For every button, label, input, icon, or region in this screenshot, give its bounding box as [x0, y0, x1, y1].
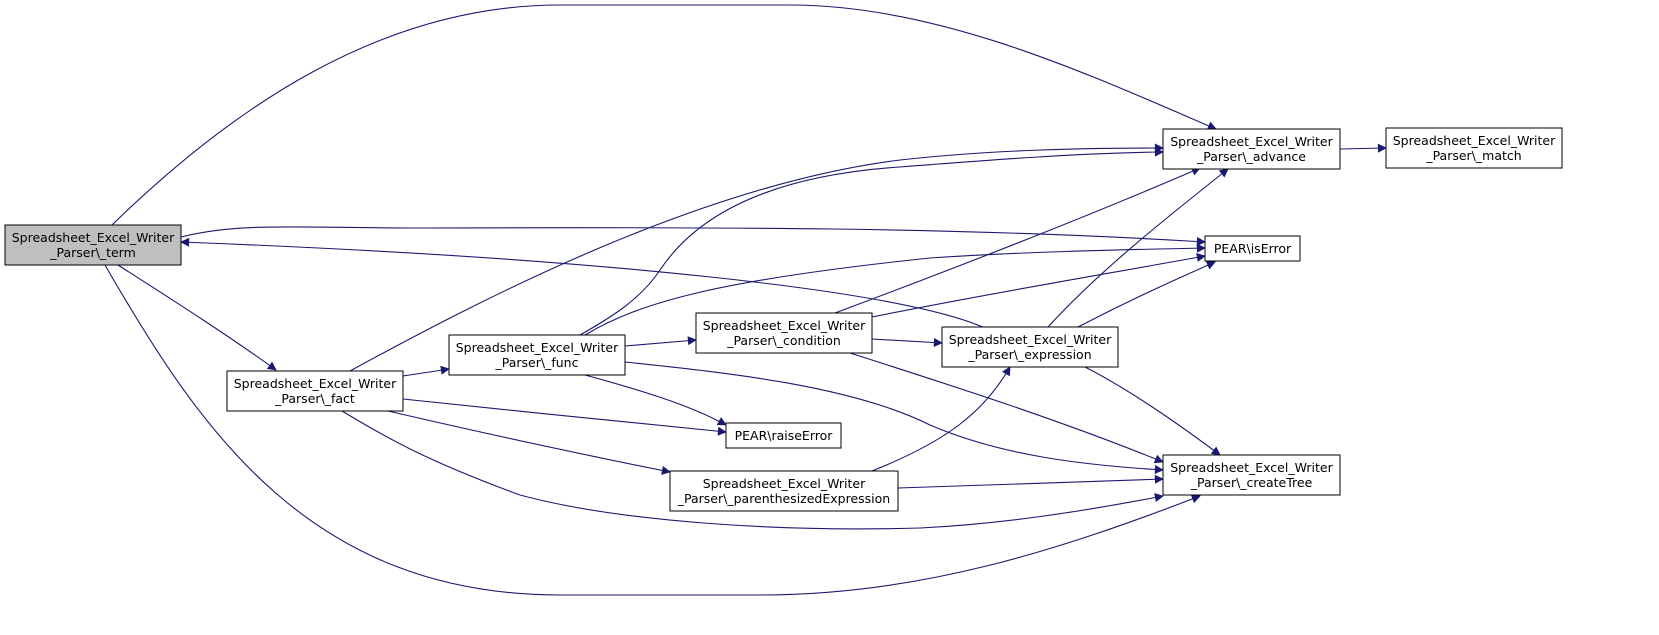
node-createtree[interactable]: Spreadsheet_Excel_Writer_Parser\_createT…	[1162, 454, 1341, 496]
node-box-iserror	[1204, 235, 1301, 262]
edge-func-to-advance	[579, 147, 1164, 336]
node-label-match-line-2: _Parser\_match	[1425, 148, 1521, 163]
node-label-condition-line-2: _Parser\_condition	[726, 333, 841, 348]
node-box-createtree	[1162, 454, 1341, 496]
edge-fact-to-advance	[349, 143, 1164, 372]
node-parenthesized[interactable]: Spreadsheet_Excel_Writer_Parser\_parenth…	[669, 470, 899, 512]
edge-term-to-fact	[117, 264, 277, 371]
node-label-func-line-2: _Parser\_func	[495, 355, 579, 370]
edge-term-to-createtree	[104, 264, 1201, 596]
node-label-createtree-line-2: _Parser\_createTree	[1190, 475, 1313, 490]
node-label-raiseerror-line-1: PEAR\raiseError	[735, 428, 834, 443]
node-condition[interactable]: Spreadsheet_Excel_Writer_Parser\_conditi…	[695, 312, 873, 354]
edge-func-to-raiseerror	[584, 374, 727, 426]
node-box-func	[448, 334, 626, 376]
edge-expression-to-createtree	[1084, 366, 1221, 456]
node-label-expression-line-2: _Parser\_expression	[967, 347, 1091, 362]
node-label-createtree-line-1: Spreadsheet_Excel_Writer	[1170, 460, 1333, 475]
node-raiseerror[interactable]: PEAR\raiseError	[725, 422, 842, 449]
node-fact[interactable]: Spreadsheet_Excel_Writer_Parser\_fact	[226, 370, 404, 412]
node-func[interactable]: Spreadsheet_Excel_Writer_Parser\_func	[448, 334, 626, 376]
node-box-advance	[1162, 128, 1341, 170]
edge-expression-to-advance	[1047, 168, 1229, 328]
node-box-term	[4, 224, 182, 266]
node-label-expression-line-1: Spreadsheet_Excel_Writer	[949, 332, 1112, 347]
node-label-condition-line-1: Spreadsheet_Excel_Writer	[703, 318, 866, 333]
node-label-advance-line-1: Spreadsheet_Excel_Writer	[1170, 134, 1333, 149]
node-box-raiseerror	[725, 422, 842, 449]
edge-condition-to-iserror	[871, 253, 1206, 318]
node-label-fact-line-1: Spreadsheet_Excel_Writer	[234, 376, 397, 391]
node-box-condition	[695, 312, 873, 354]
edge-func-to-createtree	[624, 361, 1164, 475]
edge-expression-to-iserror	[1077, 261, 1216, 328]
node-label-parenthesized-line-2: _Parser\_parenthesizedExpression	[677, 491, 890, 506]
node-box-expression	[941, 326, 1119, 368]
edge-fact-to-createtree	[341, 410, 1164, 530]
node-iserror[interactable]: PEAR\isError	[1204, 235, 1301, 262]
edge-condition-to-advance	[834, 167, 1201, 314]
edge-parenthesized-to-createtree	[897, 474, 1164, 489]
node-label-func-line-1: Spreadsheet_Excel_Writer	[456, 340, 619, 355]
node-box-fact	[226, 370, 404, 412]
edge-advance-to-match	[1339, 143, 1387, 153]
node-box-match	[1385, 127, 1563, 169]
edge-expression-to-term	[180, 237, 986, 329]
node-label-fact-line-2: _Parser\_fact	[274, 391, 355, 406]
node-layer: Spreadsheet_Excel_Writer_Parser\_termSpr…	[4, 127, 1563, 512]
edge-fact-to-raiseerror	[402, 398, 727, 436]
node-label-parenthesized-line-1: Spreadsheet_Excel_Writer	[703, 476, 866, 491]
node-advance[interactable]: Spreadsheet_Excel_Writer_Parser\_advance	[1162, 128, 1341, 170]
edge-func-to-iserror	[584, 243, 1206, 336]
edge-term-to-advance	[111, 4, 1217, 226]
node-box-parenthesized	[669, 470, 899, 512]
node-term[interactable]: Spreadsheet_Excel_Writer_Parser\_term	[4, 224, 182, 266]
node-match[interactable]: Spreadsheet_Excel_Writer_Parser\_match	[1385, 127, 1563, 169]
edge-fact-to-func	[402, 365, 450, 377]
edge-condition-to-expression	[871, 338, 943, 348]
edge-layer	[104, 4, 1387, 596]
node-label-advance-line-2: _Parser\_advance	[1196, 149, 1306, 164]
node-label-iserror-line-1: PEAR\isError	[1214, 241, 1292, 256]
node-label-match-line-1: Spreadsheet_Excel_Writer	[1393, 133, 1556, 148]
edge-parenthesized-to-expression	[871, 366, 1011, 472]
node-label-term-line-2: _Parser\_term	[49, 245, 136, 260]
edge-term-to-iserror	[180, 226, 1206, 246]
edge-condition-to-createtree	[849, 352, 1164, 464]
node-label-term-line-1: Spreadsheet_Excel_Writer	[12, 230, 175, 245]
edge-fact-to-parenthesized	[387, 410, 671, 475]
node-expression[interactable]: Spreadsheet_Excel_Writer_Parser\_express…	[941, 326, 1119, 368]
edge-func-to-condition	[624, 336, 697, 347]
